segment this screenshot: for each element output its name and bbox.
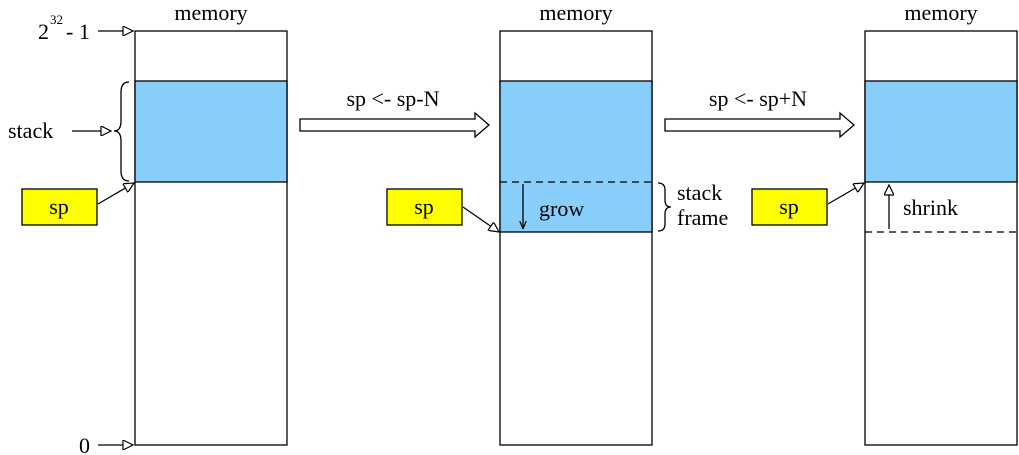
memory-panel-3: memory shrink sp: [751, 0, 1018, 446]
stack-region-2: [499, 80, 653, 233]
sp-label-3: sp: [779, 194, 799, 219]
top-address-exponent: 32: [50, 12, 63, 27]
top-address-label: 2 32 - 1: [38, 12, 90, 44]
top-address-rest: - 1: [66, 19, 90, 44]
stack-frame-brace: [657, 182, 672, 232]
sp-label-1: sp: [49, 194, 69, 219]
stack-frame-label-line1: stack: [677, 180, 722, 205]
memory-panel-2: memory grow stack frame sp: [386, 0, 728, 446]
sp-box-3: [751, 188, 828, 226]
transition-label-2: sp <- sp+N: [709, 86, 807, 111]
transition-1: sp <- sp-N: [299, 86, 490, 139]
stack-brace: [113, 81, 130, 182]
memory-title-2: memory: [539, 0, 612, 25]
bottom-address-label: 0: [79, 433, 90, 455]
transition-arrow-1: [299, 111, 490, 139]
shrink-label: shrink: [903, 195, 958, 220]
sp-pointer-3: [827, 183, 864, 205]
sp-box-1: [21, 188, 98, 226]
stack-label: stack: [8, 118, 53, 143]
stack-frame-label-line2: frame: [677, 205, 728, 230]
memory-title-1: memory: [174, 0, 247, 25]
stack-region-1: [134, 80, 288, 183]
sp-box-2: [386, 188, 463, 226]
memory-title-3: memory: [904, 0, 977, 25]
transition-2: sp <- sp+N: [664, 86, 855, 139]
memory-panel-1: memory 2 32 - 1 0 stack sp: [8, 0, 288, 455]
sp-pointer-2: [462, 206, 499, 232]
sp-pointer-1: [97, 183, 134, 205]
stack-region-3: [864, 80, 1018, 183]
transition-label-1: sp <- sp-N: [346, 86, 439, 111]
sp-label-2: sp: [414, 194, 434, 219]
transition-arrow-2: [664, 111, 855, 139]
grow-label: grow: [539, 196, 584, 221]
top-address-base: 2: [38, 19, 49, 44]
